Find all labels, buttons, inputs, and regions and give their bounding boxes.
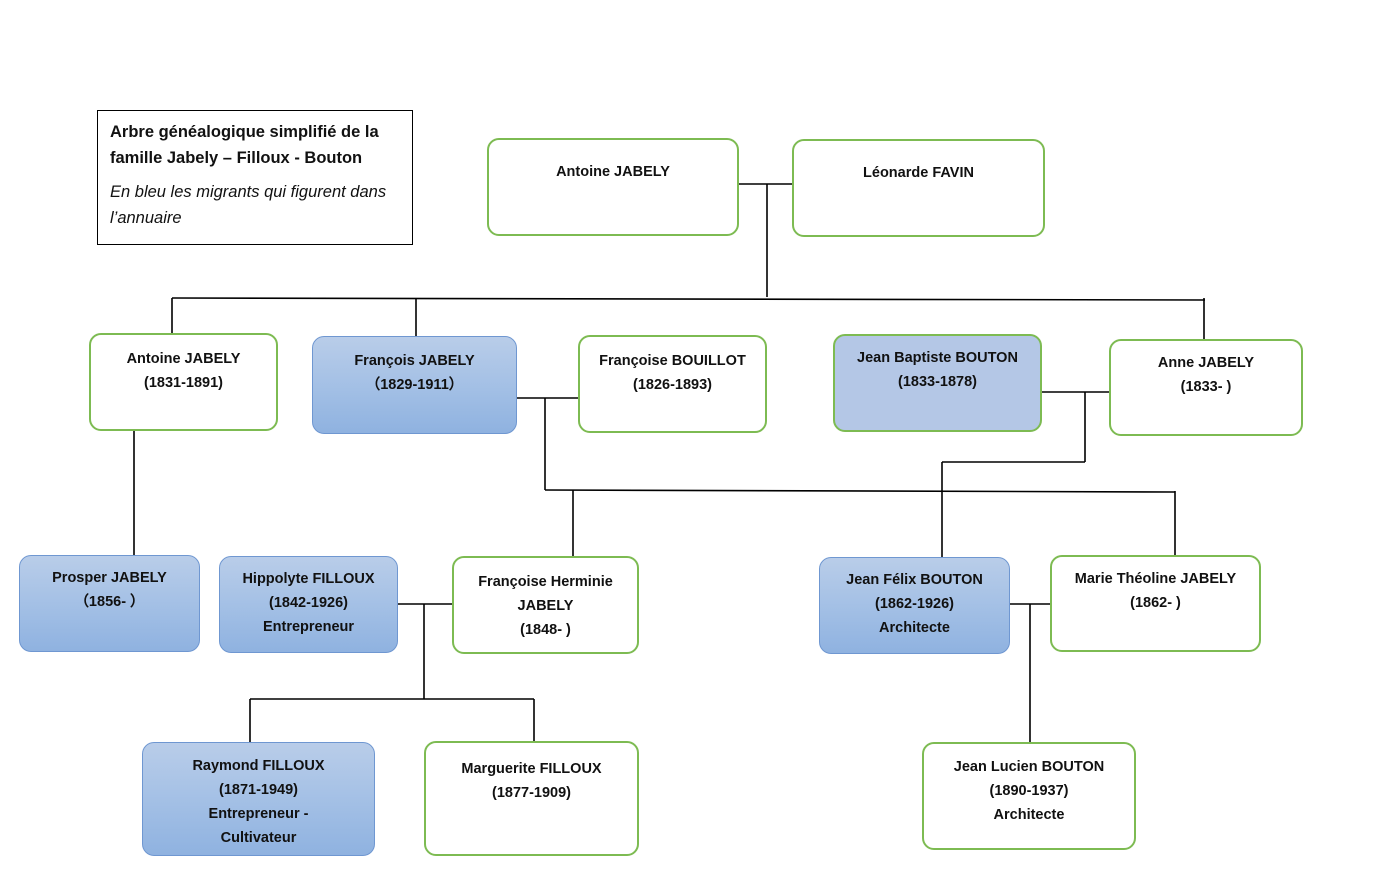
person-dates: (1842-1926) [269, 595, 348, 611]
person-jean-lucien-bouton: Jean Lucien BOUTON (1890-1937) Architect… [922, 742, 1136, 850]
person-dates: (1862- ) [1130, 595, 1181, 611]
connector-jabely-bouillot-children-bar [544, 489, 1176, 493]
person-occupation-continued: Cultivateur [220, 830, 297, 846]
person-name: Jean Félix BOUTON [846, 572, 983, 588]
person-name: Marie Théoline JABELY [1074, 571, 1237, 587]
person-dates: (1862-1926) [875, 596, 954, 612]
person-dates: (1890-1937) [989, 783, 1069, 799]
person-dates: (1833- ) [1180, 379, 1232, 395]
person-name: Antoine JABELY [556, 164, 670, 180]
person-dates: (1833-1878) [898, 374, 977, 390]
person-name: Prosper JABELY [52, 570, 167, 586]
person-francoise-herminie-jabely: Françoise Herminie JABELY (1848- ) [452, 556, 639, 654]
person-dates: (1877-1909) [492, 785, 571, 801]
person-name: Jean Baptiste BOUTON [857, 350, 1018, 366]
person-marie-theoline-jabely: Marie Théoline JABELY (1862- ) [1050, 555, 1261, 652]
connector-generation-1-bar [171, 297, 1206, 301]
person-dates: (1871-1949) [219, 782, 298, 798]
person-jean-baptiste-bouton: Jean Baptiste BOUTON (1833-1878) [833, 334, 1042, 432]
person-dates: （1856- ） [74, 594, 145, 610]
person-francoise-bouillot: Françoise BOUILLOT (1826-1893) [578, 335, 767, 433]
person-name: François JABELY [354, 353, 475, 369]
person-dates: (1826-1893) [633, 377, 712, 393]
legend-note: En bleu les migrants qui figurent dans l… [110, 183, 387, 227]
person-name: Léonarde FAVIN [863, 165, 974, 181]
person-name: Hippolyte FILLOUX [242, 571, 375, 587]
person-jean-felix-bouton: Jean Félix BOUTON (1862-1926) Architecte [819, 557, 1010, 654]
person-occupation: Architecte [993, 807, 1065, 823]
person-marguerite-filloux: Marguerite FILLOUX (1877-1909) [424, 741, 639, 856]
legend-box: Arbre généalogique simplifié de la famil… [97, 110, 413, 245]
person-name-continued: JABELY [517, 598, 574, 614]
person-leonarde-favin: Léonarde FAVIN [792, 139, 1045, 237]
person-name: Françoise Herminie [478, 574, 613, 590]
person-raymond-filloux: Raymond FILLOUX (1871-1949) Entrepreneur… [142, 742, 375, 856]
person-occupation: Entrepreneur [262, 619, 355, 635]
person-name: Marguerite FILLOUX [461, 761, 602, 777]
person-prosper-jabely: Prosper JABELY （1856- ） [19, 555, 200, 652]
legend-title: Arbre généalogique simplifié de la famil… [110, 123, 379, 167]
person-dates: （1829-1911） [365, 377, 464, 393]
person-dates: (1831-1891) [144, 375, 223, 391]
person-antoine-jabely-root: Antoine JABELY [487, 138, 739, 236]
person-name: Anne JABELY [1157, 355, 1255, 371]
person-hippolyte-filloux: Hippolyte FILLOUX (1842-1926) Entreprene… [219, 556, 398, 653]
person-name: Françoise BOUILLOT [599, 353, 746, 369]
person-dates: (1848- ) [520, 622, 571, 638]
person-name: Antoine JABELY [126, 351, 241, 367]
person-francois-jabely: François JABELY （1829-1911） [312, 336, 517, 434]
person-name: Jean Lucien BOUTON [953, 759, 1105, 775]
person-name: Raymond FILLOUX [192, 758, 325, 774]
person-anne-jabely: Anne JABELY (1833- ) [1109, 339, 1303, 436]
person-occupation: Architecte [879, 620, 950, 636]
person-occupation: Entrepreneur - [208, 806, 309, 822]
person-antoine-jabely: Antoine JABELY (1831-1891) [89, 333, 278, 431]
